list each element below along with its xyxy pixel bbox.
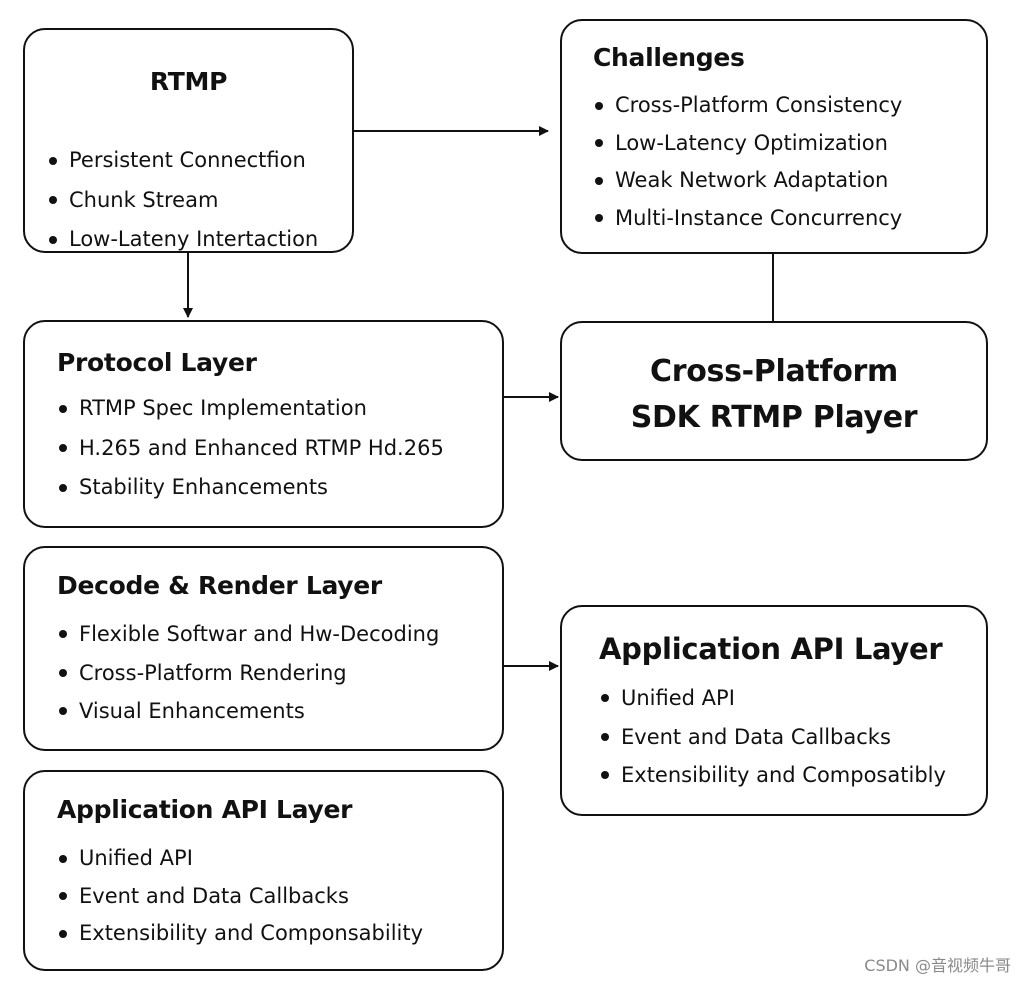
list-item: Event and Data Callbacks xyxy=(57,878,423,916)
application-api-layer-title: Application API Layer xyxy=(57,795,353,824)
list-item: Extensibility and Composatibly xyxy=(599,756,946,795)
list-item: Cross-Platform Rendering xyxy=(57,654,439,693)
application-api-layer-list: Unified API Event and Data Callbacks Ext… xyxy=(57,840,423,953)
list-item: Visual Enhancements xyxy=(57,692,439,731)
list-item: Cross-Platform Consistency xyxy=(593,87,902,125)
sdk-player-node: Cross-Platform SDK RTMP Player xyxy=(560,321,988,461)
list-item: Weak Network Adaptation xyxy=(593,162,902,200)
challenges-node: Challenges Cross-Platform Consistency Lo… xyxy=(560,19,988,254)
application-api-layer-node-left: Application API Layer Unified API Event … xyxy=(23,770,504,971)
list-item: Stability Enhancements xyxy=(57,468,444,508)
protocol-layer-list: RTMP Spec Implementation H.265 and Enhan… xyxy=(57,389,444,508)
list-item: Low-Latency Optimization xyxy=(593,125,902,163)
sdk-player-title-line2: SDK RTMP Player xyxy=(630,400,918,435)
list-item: Event and Data Callbacks xyxy=(599,718,946,757)
list-item: RTMP Spec Implementation xyxy=(57,389,444,429)
list-item: Multi-Instance Concurrency xyxy=(593,200,902,238)
list-item: Low-Lateny Intertaction xyxy=(47,220,318,260)
csdn-watermark: CSDN @音视频牛哥 xyxy=(864,956,1011,975)
list-item: Flexible Softwar and Hw-Decoding xyxy=(57,615,439,654)
protocol-layer-title: Protocol Layer xyxy=(57,348,257,377)
application-api-layer-node-right: Application API Layer Unified API Event … xyxy=(560,605,988,816)
list-item: Persistent Connectfion xyxy=(47,141,318,181)
list-item: H.265 and Enhanced RTMP Hd.265 xyxy=(57,429,444,469)
sdk-player-title-line1: Cross-Platform xyxy=(650,354,898,389)
rtmp-title: RTMP xyxy=(149,67,228,96)
list-item: Unified API xyxy=(57,840,423,878)
rtmp-list: Persistent Connectfion Chunk Stream Low-… xyxy=(47,141,318,260)
protocol-layer-node: Protocol Layer RTMP Spec Implementation … xyxy=(23,320,504,528)
list-item: Extensibility and Componsability xyxy=(57,915,423,953)
list-item: Unified API xyxy=(599,679,946,718)
application-api-layer-title: Application API Layer xyxy=(599,632,943,666)
rtmp-node: RTMP Persistent Connectfion Chunk Stream… xyxy=(23,28,354,253)
decode-render-layer-node: Decode & Render Layer Flexible Softwar a… xyxy=(23,546,504,751)
application-api-layer-list: Unified API Event and Data Callbacks Ext… xyxy=(599,679,946,795)
decode-render-layer-list: Flexible Softwar and Hw-Decoding Cross-P… xyxy=(57,615,439,731)
challenges-list: Cross-Platform Consistency Low-Latency O… xyxy=(593,87,902,237)
sdk-player-title: Cross-Platform SDK RTMP Player xyxy=(562,349,986,441)
challenges-title: Challenges xyxy=(593,43,745,72)
list-item: Chunk Stream xyxy=(47,181,318,221)
decode-render-layer-title: Decode & Render Layer xyxy=(57,571,382,600)
